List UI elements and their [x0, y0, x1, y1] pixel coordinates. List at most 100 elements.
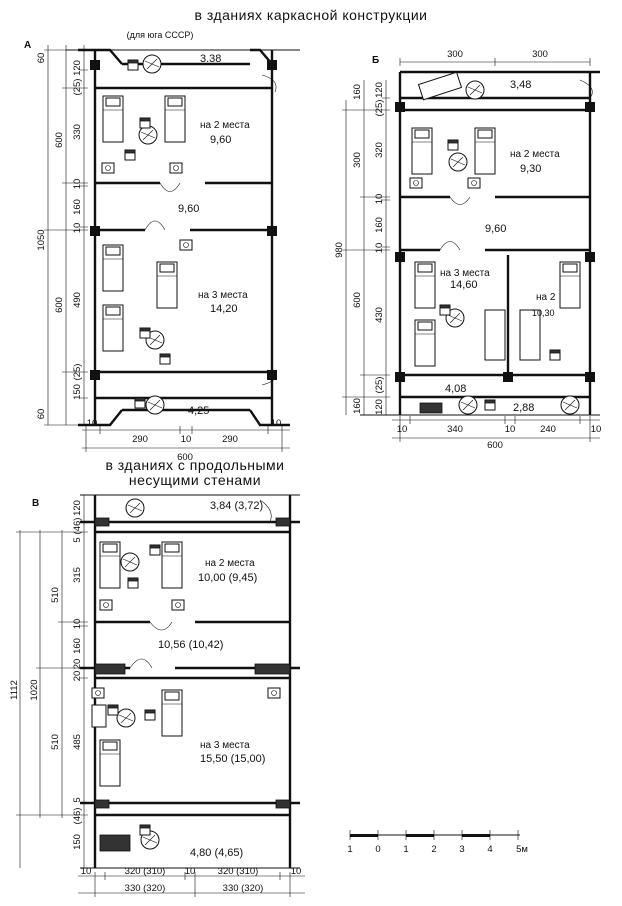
- plan-v-dim-b2-1: 330 (320): [223, 883, 264, 894]
- plan-b-room3-label: на 3 места: [440, 268, 490, 279]
- plan-b-room2b-area: 10,30: [532, 308, 555, 318]
- plan-b-letter: Б: [372, 55, 379, 66]
- plan-b-dim-l8: (25): [374, 377, 385, 394]
- scale-tick-5: 4: [487, 844, 492, 855]
- plan-a-dim-l8: (25): [72, 364, 83, 381]
- plan-a-room2-label: на 2 места: [200, 120, 250, 131]
- plan-b-corridor-area: 9,60: [485, 223, 506, 235]
- plan-v-dim-l11: 150: [72, 834, 83, 850]
- plan-b-dim-l6: 10: [374, 243, 385, 254]
- plan-a-dim-l10: 60: [36, 409, 47, 420]
- plan-b-room2b-label: на 2: [536, 292, 556, 303]
- plan-v-letter: В: [32, 498, 39, 509]
- plan-b-room3-area: 14,60: [450, 279, 478, 291]
- plan-v-dim-l0: 120: [72, 500, 83, 516]
- plan-b-area-bottom-right: 2,88: [513, 402, 534, 414]
- plan-v-area-top: 3,84 (3,72): [210, 500, 263, 512]
- plan-b: Б: [334, 49, 601, 451]
- plan-a-corridor-area: 9,60: [178, 203, 199, 215]
- plan-a-dim-bottom-total: 600: [177, 452, 193, 463]
- subtitle-frame-south: (для юга СССР): [127, 30, 194, 40]
- plan-v-room2-label: на 2 места: [205, 558, 255, 569]
- plan-b-dim-l2: (25): [374, 100, 385, 117]
- plan-a-dim-l4: 10: [72, 179, 83, 190]
- plan-a-area-bottom: 4,25: [188, 405, 209, 417]
- plan-b-dim-l1: 120: [374, 82, 385, 98]
- plan-v: В 3: [9, 494, 305, 897]
- plan-a-room3-area: 14,20: [210, 303, 238, 315]
- plan-v-dim-b1-1: 320 (310): [125, 866, 166, 877]
- plan-b-dim-top-0: 300: [447, 49, 463, 60]
- plan-a-dim-l7: 490: [72, 292, 83, 308]
- plan-b-dim-b4: 10: [591, 424, 602, 435]
- plan-a-room3-label: на 3 места: [198, 290, 248, 301]
- plan-a-dim-l3: 330: [72, 124, 83, 140]
- plan-b-dim-b3: 240: [540, 424, 556, 435]
- plan-a-dim-b4: 10: [271, 418, 282, 429]
- plan-a: А: [24, 40, 300, 463]
- plan-a-dim-outer-bottom: 600: [54, 297, 65, 313]
- plan-b-dim-l5: 160: [374, 217, 385, 233]
- plan-b-area-bottom-left: 4,08: [445, 383, 466, 395]
- plan-a-dim-l6: 10: [72, 223, 83, 234]
- plan-v-dim-l6: 20: [72, 659, 83, 670]
- plan-v-dim-l10: (46): [72, 808, 83, 825]
- plan-a-dim-b3: 290: [222, 434, 238, 445]
- plan-b-dim-l3: 320: [374, 142, 385, 158]
- plan-v-dim-l4: 10: [72, 619, 83, 630]
- plan-b-dim-l4: 10: [374, 194, 385, 205]
- plan-b-dim-bottom-total: 600: [487, 440, 503, 451]
- plan-b-dim-outer-bottom: 600: [352, 292, 363, 308]
- plan-a-dim-b0: 10: [87, 418, 98, 429]
- plan-v-dim-l3: 315: [72, 567, 83, 583]
- plan-a-dim-outer-top: 600: [54, 132, 65, 148]
- plan-a-room2-area: 9,60: [210, 134, 231, 146]
- plan-v-dim-l8: 485: [72, 734, 83, 750]
- plan-a-dim-b2: 10: [181, 434, 192, 445]
- plan-b-dim-l10: 160: [352, 398, 363, 414]
- scale-bar: 1 0 1 2 3 4 5м: [347, 830, 528, 855]
- plan-v-dim-l1: (46): [72, 518, 83, 535]
- plan-a-dim-l0: 60: [36, 53, 47, 64]
- plan-b-room2-label: на 2 места: [510, 149, 560, 160]
- plan-a-area-top: 3.38: [200, 53, 221, 65]
- plan-b-area-top: 3,48: [510, 79, 531, 91]
- plan-v-dim-l7: 20: [72, 671, 83, 682]
- scale-tick-4: 3: [459, 844, 464, 855]
- plan-v-dim-b1-0: 10: [81, 866, 92, 877]
- plan-a-letter: А: [24, 40, 31, 51]
- plan-v-room3-label: на 3 места: [200, 740, 250, 751]
- plan-a-dim-total: 1050: [36, 229, 47, 250]
- plan-b-dim-b2: 10: [505, 424, 516, 435]
- plan-v-dim-outer-bottom: 510: [50, 734, 61, 750]
- scale-tick-0: 1: [347, 844, 352, 855]
- plan-v-room2-area: 10,00 (9,45): [198, 572, 257, 584]
- plan-a-dim-b1: 290: [132, 434, 148, 445]
- plan-b-dim-l9: 120: [374, 399, 385, 415]
- plan-v-dim-outer-top: 510: [50, 587, 61, 603]
- title-frame-buildings: в зданиях каркасной конструкции: [195, 7, 428, 23]
- plan-v-dim-l9: 5: [72, 797, 83, 802]
- scale-tick-1: 0: [375, 844, 380, 855]
- plan-a-dim-l2: (25): [72, 79, 83, 96]
- plan-v-dim-total-inner: 1020: [29, 679, 40, 700]
- scale-tick-2: 1: [403, 844, 408, 855]
- plan-v-dim-b1-3: 320 (310): [218, 866, 259, 877]
- plan-b-dim-outer-top: 300: [352, 152, 363, 168]
- plan-v-dim-total: 1112: [9, 680, 20, 700]
- title-bearing-walls-line1: в зданиях с продольными: [105, 457, 284, 473]
- plan-b-dim-l0: 160: [352, 84, 363, 100]
- plan-v-dim-l5: 160: [72, 638, 83, 654]
- plan-v-dim-b2-0: 330 (320): [125, 883, 166, 894]
- plan-a-dim-l1: 120: [72, 60, 83, 76]
- plan-a-dim-l9: 150: [72, 384, 83, 400]
- scale-tick-6: 5м: [516, 844, 528, 855]
- plan-b-dim-b1: 340: [447, 424, 463, 435]
- plan-b-dim-l7: 430: [374, 307, 385, 323]
- plan-v-area-bottom: 4,80 (4,65): [190, 847, 243, 859]
- plan-v-dim-b1-4: 10: [291, 866, 302, 877]
- plan-a-dim-l5: 160: [72, 199, 83, 215]
- scale-tick-3: 2: [431, 844, 436, 855]
- plan-v-room3-area: 15,50 (15,00): [200, 753, 265, 765]
